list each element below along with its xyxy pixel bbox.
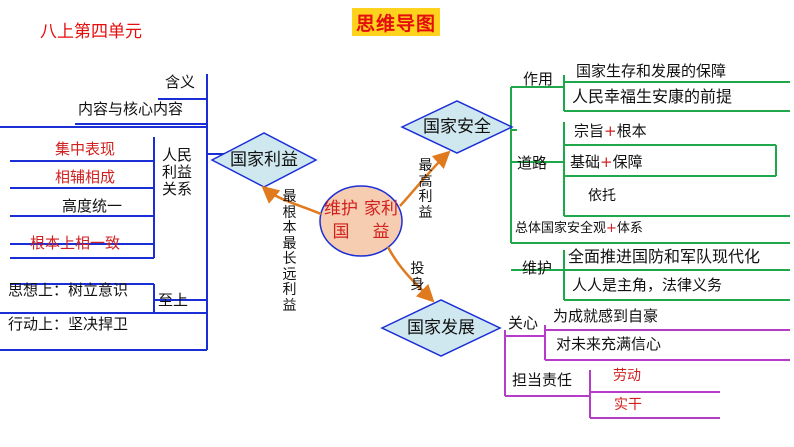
link-label-national-interest: 最根本最长远利益 [282, 189, 297, 314]
role-item-1: 人民幸福生安康的前提 [572, 87, 733, 106]
page-title: 思维导图 [352, 8, 440, 36]
center-node-line1: 维护国 [324, 199, 358, 242]
path-item-2: 依托 [588, 188, 616, 204]
maintain-item-1: 人人是主角，法律义务 [572, 276, 723, 294]
path-item-0: 宗旨+根本 [574, 122, 647, 140]
national-development-node-shape [380, 299, 502, 357]
national-interest-node-shape [210, 132, 318, 188]
care-label: 关心 [508, 314, 539, 332]
path-item-1: 基础+保障 [570, 153, 643, 171]
attitude-label: 至上 [158, 291, 189, 309]
relation-item-0: 集中表现 [55, 140, 116, 158]
arrow-to-national-interest [261, 185, 322, 216]
national-interest-branch-lines [0, 74, 224, 351]
attitude-item-0: 思想上：树立意识 [8, 281, 129, 299]
national-development-node: 国家发展 [407, 317, 475, 338]
national-development-branch-lines [504, 325, 790, 419]
relation-item-1: 相辅相成 [55, 168, 116, 186]
relation-item-2: 高度统一 [62, 197, 123, 215]
care-item-0: 为成就感到自豪 [553, 307, 659, 325]
security-view: 总体国家安全观+体系 [515, 221, 643, 236]
role-label: 作用 [523, 70, 554, 88]
center-node: 维护国 家利益 [321, 186, 401, 256]
center-node-line2: 家利益 [364, 199, 398, 242]
item-meaning: 含义 [165, 73, 196, 91]
link-label-national-security: 最高利益 [418, 158, 433, 221]
care-item-1: 对未来充满信心 [556, 335, 662, 353]
path-label: 道路 [517, 154, 548, 172]
national-interest-node: 国家利益 [230, 149, 298, 170]
link-label-national-development: 投身 [410, 261, 425, 293]
duty-item-1: 实干 [614, 397, 642, 413]
national-security-node: 国家安全 [423, 116, 491, 137]
role-item-0: 国家生存和发展的保障 [576, 62, 727, 80]
unit-label: 八上第四单元 [40, 22, 142, 42]
maintain-item-0: 全面推进国防和军队现代化 [568, 247, 761, 266]
relation-label: 人民利益关系 [162, 146, 193, 198]
national-security-node-shape [400, 100, 514, 154]
center-node-shape [319, 185, 403, 257]
attitude-item-1: 行动上：坚决捍卫 [8, 315, 129, 333]
relation-item-3: 根本上相一致 [30, 234, 121, 252]
national-security-branch-lines [510, 75, 790, 301]
arrow-to-national-security [399, 150, 451, 207]
item-content-core: 内容与核心内容 [78, 100, 184, 118]
duty-item-0: 劳动 [613, 368, 641, 384]
arrow-to-national-development [386, 246, 435, 303]
maintain-label: 维护 [522, 259, 553, 277]
duty-label: 担当责任 [512, 371, 573, 389]
